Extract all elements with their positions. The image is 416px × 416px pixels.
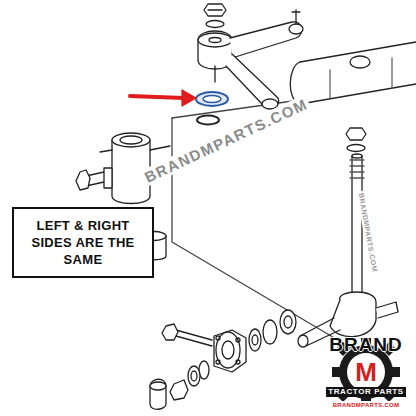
logo-url: BRANDMPARTS.COM bbox=[331, 401, 402, 409]
note-text: LEFT & RIGHT SIDES ARE THE SAME bbox=[14, 217, 152, 268]
watermark: BRANDMPARTS.COM bbox=[356, 190, 379, 274]
note-box: LEFT & RIGHT SIDES ARE THE SAME bbox=[12, 207, 154, 278]
logo-letter: M bbox=[353, 358, 379, 386]
watermark: BRANDMPARTS.COM bbox=[140, 94, 312, 186]
logo-word: BRAND bbox=[327, 334, 405, 355]
logo-tagline: TRACTOR PARTS bbox=[326, 387, 406, 397]
